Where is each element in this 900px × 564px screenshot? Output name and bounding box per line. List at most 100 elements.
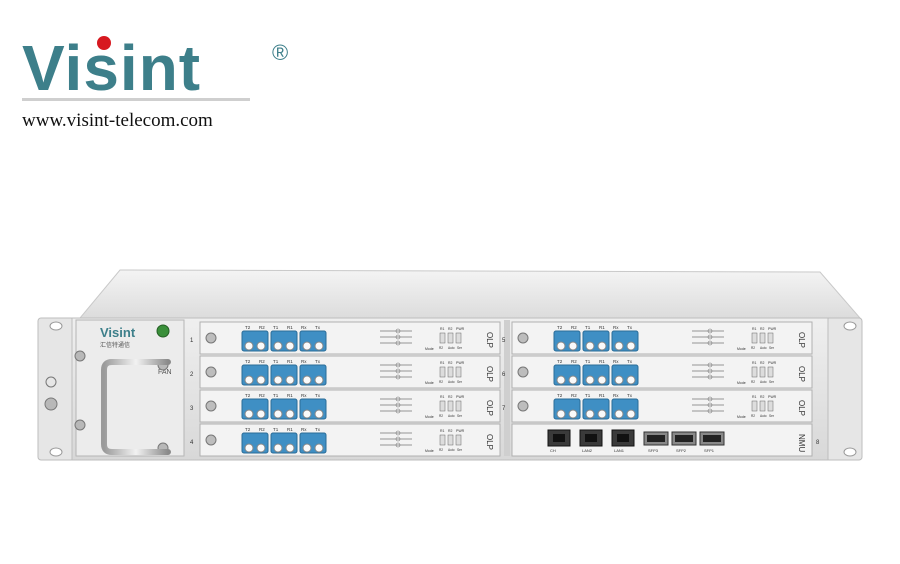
slot-number: 4 — [190, 440, 194, 446]
slot-screw[interactable] — [517, 400, 529, 412]
switch-label: PWR — [456, 361, 465, 365]
nmu-port-label: LAN2 — [582, 448, 593, 453]
switch-label: R1 — [440, 429, 445, 433]
switch-label: R2 — [448, 327, 453, 331]
switch-sub-label: R2 — [439, 448, 443, 452]
module-label: NMU — [797, 434, 806, 452]
port-label: R1 — [599, 393, 605, 398]
dip-switch[interactable] — [767, 366, 774, 378]
slot-screw[interactable] — [205, 400, 217, 412]
switch-sub-label: R2 — [439, 380, 443, 384]
switch-label: PWR — [768, 361, 777, 365]
dip-switch[interactable] — [455, 332, 462, 344]
handle-icon — [101, 359, 171, 455]
dip-switch[interactable] — [447, 434, 454, 446]
module-label: OLP — [485, 434, 494, 450]
brand-name: Visint — [22, 32, 202, 104]
port-label: R1 — [599, 359, 605, 364]
port-label: Tx — [627, 325, 633, 330]
dip-switch[interactable] — [447, 366, 454, 378]
port-label: Rx — [301, 325, 307, 330]
switch-label: R2 — [448, 395, 453, 399]
dip-switch[interactable] — [767, 332, 774, 344]
mode-label: Mode — [737, 347, 746, 351]
switch-sub-label: Auto — [760, 414, 767, 418]
port-label: Tx — [315, 359, 321, 364]
switch-label: R1 — [752, 395, 757, 399]
port-label: Tx — [315, 427, 321, 432]
slot-screw[interactable] — [205, 434, 217, 446]
switch-sub-label: Auto — [448, 380, 455, 384]
dip-switch[interactable] — [439, 434, 446, 446]
port-label: R2 — [571, 359, 577, 364]
switch-label: R1 — [440, 395, 445, 399]
fan-panel — [75, 319, 185, 457]
port-label: Tx — [627, 359, 633, 364]
dip-switch[interactable] — [751, 332, 758, 344]
port-label: T2 — [245, 393, 251, 398]
switch-sub-label: R2 — [439, 346, 443, 350]
dip-switch[interactable] — [447, 400, 454, 412]
port-label: T1 — [273, 393, 279, 398]
slot-screw[interactable] — [517, 366, 529, 378]
switch-sub-label: Auto — [760, 346, 767, 350]
dip-switch[interactable] — [439, 400, 446, 412]
switch-label: R1 — [440, 327, 445, 331]
module-label: OLP — [485, 366, 494, 382]
module-label: OLP — [797, 400, 806, 416]
port-label: Rx — [301, 393, 307, 398]
switch-sub-label: R2 — [751, 380, 755, 384]
dip-switch[interactable] — [439, 332, 446, 344]
switch-sub-label: R2 — [751, 346, 755, 350]
switch-sub-label: Auto — [448, 448, 455, 452]
slot-screw[interactable] — [517, 332, 529, 344]
slot-number: 6 — [502, 372, 506, 378]
switch-label: R2 — [448, 361, 453, 365]
dip-switch[interactable] — [439, 366, 446, 378]
switch-sub-label: Auto — [760, 380, 767, 384]
mode-label: Mode — [737, 381, 746, 385]
port-label: R1 — [287, 359, 293, 364]
port-label: T1 — [273, 325, 279, 330]
dip-switch[interactable] — [751, 400, 758, 412]
mode-label: Mode — [425, 415, 434, 419]
dip-switch[interactable] — [759, 366, 766, 378]
switch-label: R2 — [448, 429, 453, 433]
port-label: Tx — [315, 393, 321, 398]
registered-mark: ® — [272, 40, 289, 65]
dip-switch[interactable] — [759, 332, 766, 344]
nmu-port-label: CH — [550, 448, 556, 453]
ground-icon — [45, 376, 57, 388]
port-label: Tx — [627, 393, 633, 398]
logo-red-dot — [97, 36, 111, 50]
slot-number: 3 — [190, 406, 194, 412]
switch-sub-label: Ser — [457, 414, 463, 418]
dip-switch[interactable] — [759, 400, 766, 412]
dip-switch[interactable] — [751, 366, 758, 378]
slot-screw[interactable] — [205, 332, 217, 344]
slot-screw[interactable] — [205, 366, 217, 378]
fan-label: FAN — [158, 369, 172, 376]
fan-screw-top — [74, 350, 86, 362]
port-label: R2 — [259, 325, 265, 330]
port-label: R1 — [287, 393, 293, 398]
switch-sub-label: Ser — [457, 448, 463, 452]
port-label: T1 — [273, 427, 279, 432]
slot-number: 7 — [502, 406, 506, 412]
panel-brand: Visint — [100, 325, 136, 340]
port-label: T1 — [585, 393, 591, 398]
dip-switch[interactable] — [455, 434, 462, 446]
switch-sub-label: Ser — [769, 380, 775, 384]
dip-switch[interactable] — [455, 400, 462, 412]
switch-sub-label: R2 — [439, 414, 443, 418]
sfp-label: SFP3 — [648, 448, 659, 453]
dip-switch[interactable] — [455, 366, 462, 378]
switch-sub-label: Ser — [769, 414, 775, 418]
port-label: Tx — [315, 325, 321, 330]
switch-sub-label: Auto — [448, 346, 455, 350]
module-label: OLP — [485, 332, 494, 348]
nmu-port-label: LAN1 — [614, 448, 625, 453]
dip-switch[interactable] — [767, 400, 774, 412]
dip-switch[interactable] — [447, 332, 454, 344]
